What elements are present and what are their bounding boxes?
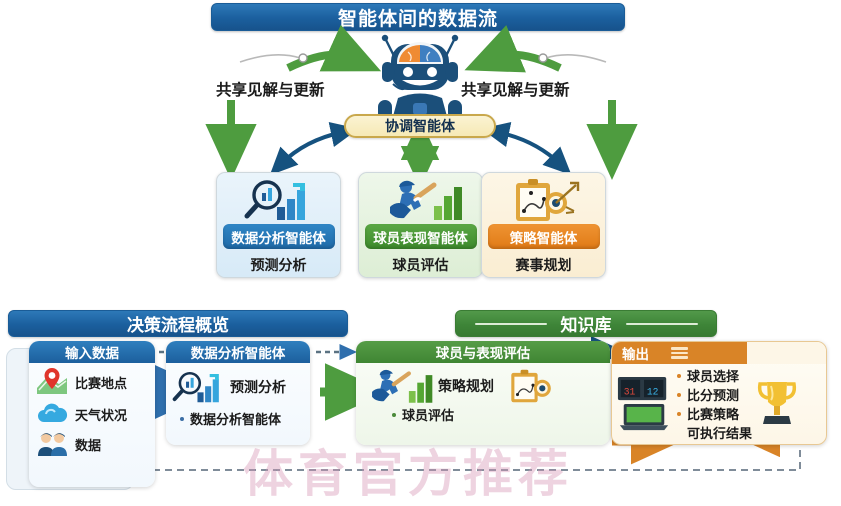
share-label-left: 共享见解与更新 bbox=[216, 82, 325, 99]
coordinator-agent-box[interactable]: 协调智能体 bbox=[344, 114, 496, 138]
output-item: 比分预测 bbox=[677, 385, 752, 404]
hamburger-icon[interactable] bbox=[671, 347, 688, 359]
process-overview-banner: 决策流程概览 bbox=[8, 310, 348, 337]
input-row-data[interactable]: 数据 bbox=[29, 427, 155, 458]
banner-decor-line-left bbox=[474, 322, 547, 325]
output-footer-label: 可执行结果 bbox=[687, 426, 753, 441]
robot-brain-icon bbox=[368, 28, 472, 120]
agent-card-subtitle: 预测分析 bbox=[250, 257, 307, 273]
clipboard-target-icon bbox=[511, 369, 551, 403]
panel-output[interactable]: 输出 31 12 球员选择 bbox=[611, 341, 827, 445]
output-item-label: 比分预测 bbox=[687, 388, 740, 403]
panel-output-header: 输出 bbox=[612, 342, 826, 364]
agent-card-subtitle: 球员评估 bbox=[392, 257, 449, 273]
output-item-label: 球员选择 bbox=[687, 369, 740, 384]
bullet-dot bbox=[677, 392, 681, 397]
map-pin-icon bbox=[37, 368, 67, 394]
agent-card-title: 球员表现智能体 bbox=[364, 224, 477, 249]
analysis-main-label: 预测分析 bbox=[230, 379, 286, 395]
batter-bar-chart-icon bbox=[372, 369, 433, 403]
input-row-label: 比赛地点 bbox=[75, 375, 128, 391]
panel-evaluation-header: 球员与表现评估 bbox=[356, 341, 610, 363]
analysis-bullet-row: 数据分析智能体 bbox=[166, 409, 310, 428]
scoreboard-laptop-icon: 31 12 bbox=[617, 376, 669, 431]
agent-card-subtitle: 赛事规划 bbox=[515, 257, 572, 273]
analysis-bullet-label: 数据分析智能体 bbox=[190, 412, 282, 427]
bullet-dot bbox=[180, 416, 184, 421]
panel-data-analysis-agent[interactable]: 数据分析智能体 预测分析 数据分析智能体 bbox=[166, 341, 310, 445]
agent-card-title: 数据分析智能体 bbox=[222, 224, 335, 249]
agent-card-player-performance[interactable]: 球员表现智能体 球员评估 bbox=[358, 172, 483, 278]
evaluation-main-label: 策略规划 bbox=[438, 378, 494, 394]
knowledge-base-label: 知识库 bbox=[560, 316, 612, 335]
bullet-dot bbox=[677, 373, 681, 378]
banner-decor-line-right bbox=[625, 322, 698, 325]
output-item: 比赛策略 bbox=[677, 404, 752, 423]
magnifier-bar-chart-icon bbox=[241, 176, 317, 224]
output-header-label: 输出 bbox=[622, 347, 649, 362]
input-row-label: 数据 bbox=[75, 437, 102, 453]
agent-card-data-analysis[interactable]: 数据分析智能体 预测分析 bbox=[216, 172, 341, 278]
svg-text:31: 31 bbox=[624, 386, 636, 397]
input-row-venue[interactable]: 比赛地点 bbox=[29, 363, 155, 398]
trophy-icon bbox=[757, 382, 797, 424]
bullet-dot bbox=[392, 412, 396, 417]
share-label-right: 共享见解与更新 bbox=[461, 82, 570, 99]
people-icon bbox=[38, 433, 67, 456]
input-row-label: 天气状况 bbox=[75, 407, 128, 423]
top-section-title: 智能体间的数据流 bbox=[211, 3, 625, 31]
batter-bar-chart-icon bbox=[378, 176, 464, 224]
output-item-label: 比赛策略 bbox=[687, 407, 740, 422]
evaluation-bullet-row: 球员评估 bbox=[356, 405, 610, 424]
panel-analysis-header: 数据分析智能体 bbox=[166, 341, 310, 363]
panel-player-evaluation[interactable]: 球员与表现评估 策略规划 bbox=[356, 341, 610, 445]
input-row-weather[interactable]: 天气状况 bbox=[29, 398, 155, 427]
panel-input-header: 输入数据 bbox=[29, 341, 155, 363]
agent-card-strategy[interactable]: 策略智能体 赛事规划 bbox=[481, 172, 606, 278]
magnifier-bar-chart-icon bbox=[172, 371, 219, 403]
output-item: 球员选择 bbox=[677, 366, 752, 385]
bullet-dot bbox=[677, 411, 681, 416]
cloud-icon bbox=[38, 403, 68, 422]
evaluation-bullet-label: 球员评估 bbox=[402, 408, 455, 423]
panel-input-data[interactable]: 输入数据 比赛地点 天气状况 bbox=[29, 341, 155, 487]
svg-text:12: 12 bbox=[647, 386, 659, 397]
clipboard-target-icon bbox=[504, 176, 584, 224]
knowledge-base-banner: 知识库 bbox=[455, 310, 717, 337]
agent-card-title: 策略智能体 bbox=[487, 224, 600, 249]
